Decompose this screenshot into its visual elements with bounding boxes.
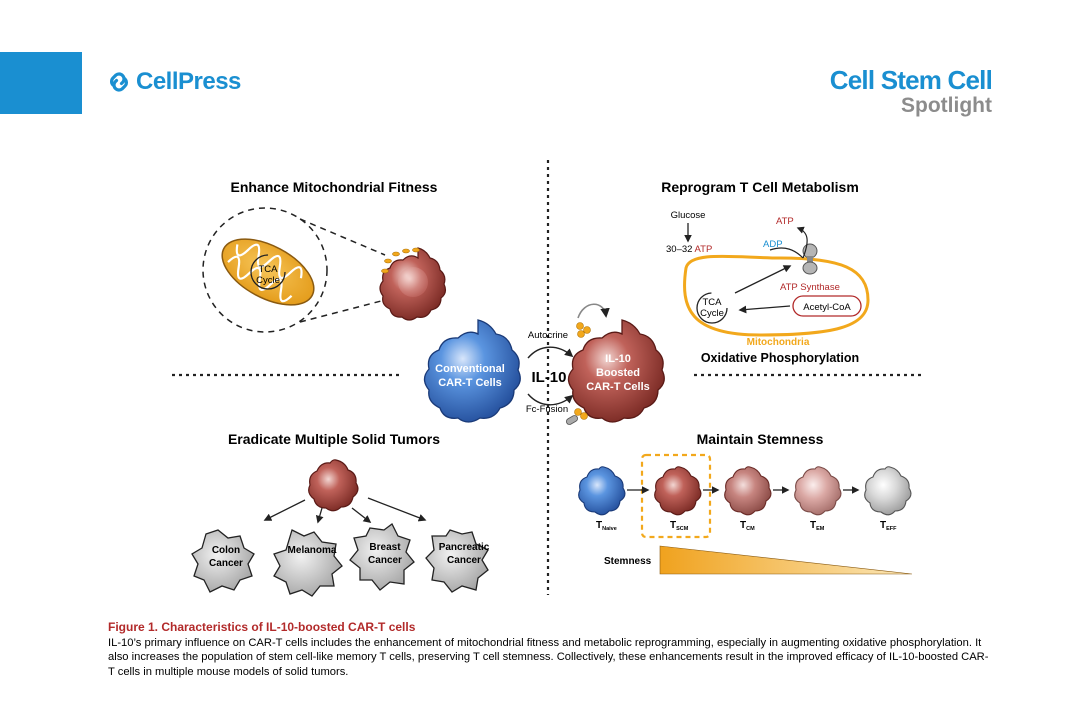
tumor-pancreatic-label-2: Cancer <box>447 555 481 566</box>
fc-fusion-label: Fc-Fusion <box>526 404 568 415</box>
mitochondria-label: Mitochondria <box>747 337 810 348</box>
oxphos-label: Oxidative Phosphorylation <box>701 351 859 365</box>
boosted-label-1: IL-10 <box>605 353 631 365</box>
tumor-panel: Colon Cancer Melanoma Breast Cancer Panc… <box>191 459 490 597</box>
q1-tca-label-1: TCA <box>259 264 279 275</box>
metabolism-panel: Glucose 30–32 ATP Mitochondria TCA Cycle… <box>666 210 870 365</box>
tumor-pancreatic-label-1: Pancreatic <box>439 542 490 553</box>
q1-title: Enhance Mitochondrial Fitness <box>231 179 438 195</box>
tumor-colon-label-2: Cancer <box>209 558 243 569</box>
center-panel: Conventional CAR-T Cells IL-10 Boosted C… <box>423 303 665 425</box>
tumor-pancreatic: Pancreatic Cancer <box>425 529 490 593</box>
tcell-scm-label: TSCM <box>670 520 689 532</box>
tcell-eff: TEFF <box>864 466 912 532</box>
mitochondrion-icon <box>221 238 315 306</box>
tumor-melanoma: Melanoma <box>273 529 343 597</box>
boosted-cell-q3 <box>308 459 359 512</box>
fc-fusion-molecule <box>566 408 588 425</box>
q1-tca-label-2: Cycle <box>256 275 280 286</box>
stemness-label: Stemness <box>604 556 652 567</box>
caption-title: Figure 1. Characteristics of IL-10-boost… <box>108 620 416 634</box>
boosted-label-3: CAR-T Cells <box>586 381 650 393</box>
header-color-tab <box>0 52 82 114</box>
tumor-colon: Colon Cancer <box>191 529 255 593</box>
tcell-scm: TSCM <box>654 466 702 532</box>
atp-yield-label: 30–32 ATP <box>666 244 712 255</box>
tcell-eff-label: TEFF <box>880 520 897 532</box>
q3-title: Eradicate Multiple Solid Tumors <box>228 431 440 447</box>
tcell-naive: TNaive <box>578 466 626 532</box>
cellpress-logo: CellPress <box>108 68 241 96</box>
stemness-gradient-wedge <box>659 545 913 575</box>
atp-label: ATP <box>776 216 794 227</box>
tumor-breast-label-2: Cancer <box>368 555 402 566</box>
q2-tca-label-1: TCA <box>703 297 723 308</box>
tscm-highlight-box <box>640 453 712 539</box>
conventional-label-2: CAR-T Cells <box>438 377 502 389</box>
tumor-breast: Breast Cancer <box>349 523 415 591</box>
glucose-label: Glucose <box>671 210 706 221</box>
mitochondrial-fitness-panel: TCA Cycle <box>202 207 447 333</box>
il10-boosted-cart-cell <box>567 319 665 423</box>
tumor-breast-label-1: Breast <box>369 542 401 553</box>
mitochondria-dots <box>381 247 420 274</box>
tcell-em-label: TEM <box>810 520 825 532</box>
tcell-cm: TCM <box>724 466 772 532</box>
tcell-cm-label: TCM <box>740 520 755 532</box>
acetyl-coa-box <box>792 295 862 317</box>
acetyl-coa-label: Acetyl-CoA <box>803 302 851 313</box>
q2-title: Reprogram T Cell Metabolism <box>661 179 859 195</box>
q4-title: Maintain Stemness <box>697 431 824 447</box>
il10-label: IL-10 <box>531 369 566 386</box>
figure-caption: Figure 1. Characteristics of IL-10-boost… <box>108 620 992 679</box>
article-section: Spotlight <box>901 94 992 117</box>
tumor-melanoma-label-1: Melanoma <box>288 545 337 556</box>
atp-synthase-label: ATP Synthase <box>780 282 840 293</box>
journal-name: Cell Stem Cell <box>829 65 993 95</box>
tcell-naive-label: TNaive <box>596 520 617 532</box>
adp-label: ADP <box>763 239 783 250</box>
stemness-panel: TNaive TSCM TCM TEM TEFF Stemness <box>578 453 913 575</box>
caption-body: IL-10’s primary influence on CAR-T cells… <box>108 636 989 678</box>
il10-molecules-top <box>576 322 591 338</box>
zoom-circle <box>202 207 328 333</box>
atp-synthase-icon <box>802 243 818 275</box>
conventional-label-1: Conventional <box>435 363 505 375</box>
autocrine-label: Autocrine <box>528 330 568 341</box>
conventional-cart-cell <box>423 319 521 423</box>
journal-logo: Cell Stem Cell Spotlight <box>829 65 993 118</box>
boosted-label-2: Boosted <box>596 367 640 379</box>
tumor-colon-label-1: Colon <box>212 545 240 556</box>
tcell-em: TEM <box>794 466 842 532</box>
q2-tca-label-2: Cycle <box>700 308 724 319</box>
cellpress-logo-icon <box>110 72 128 92</box>
publisher-name: CellPress <box>136 68 241 95</box>
